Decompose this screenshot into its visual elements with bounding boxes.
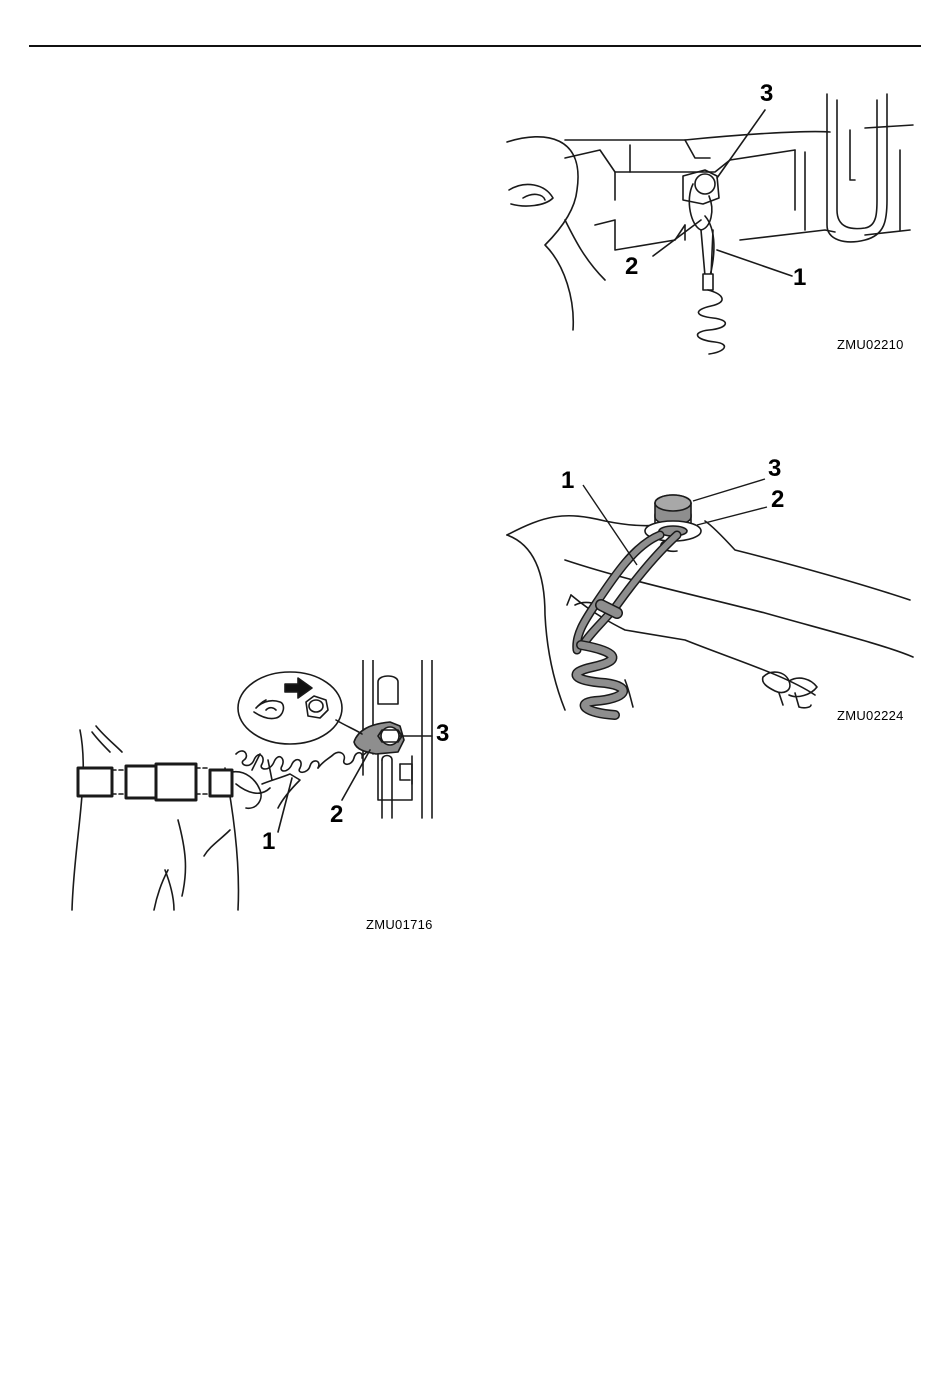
callout-1: 1	[561, 469, 574, 493]
callout-1: 1	[793, 266, 806, 290]
header-rule	[29, 45, 921, 47]
callout-1: 1	[262, 830, 275, 854]
figure-zmu02224-illustration	[505, 455, 925, 730]
callout-2: 2	[625, 255, 638, 279]
callout-2: 2	[771, 488, 784, 512]
figure-zmu02210: 3 2 1 ZMU02210	[505, 80, 925, 360]
figure-code: ZMU01716	[366, 918, 433, 932]
figure-zmu01716: 3 2 1 ZMU01716	[60, 660, 455, 940]
figure-zmu02224: 3 2 1 ZMU02224	[505, 455, 925, 730]
callout-3: 3	[760, 82, 773, 106]
figure-zmu01716-illustration	[60, 660, 455, 940]
figure-zmu02210-illustration	[505, 80, 925, 360]
callout-3: 3	[768, 457, 781, 481]
callout-3: 3	[436, 722, 449, 746]
callout-2: 2	[330, 803, 343, 827]
figure-code: ZMU02210	[837, 338, 904, 352]
figure-code: ZMU02224	[837, 709, 904, 723]
